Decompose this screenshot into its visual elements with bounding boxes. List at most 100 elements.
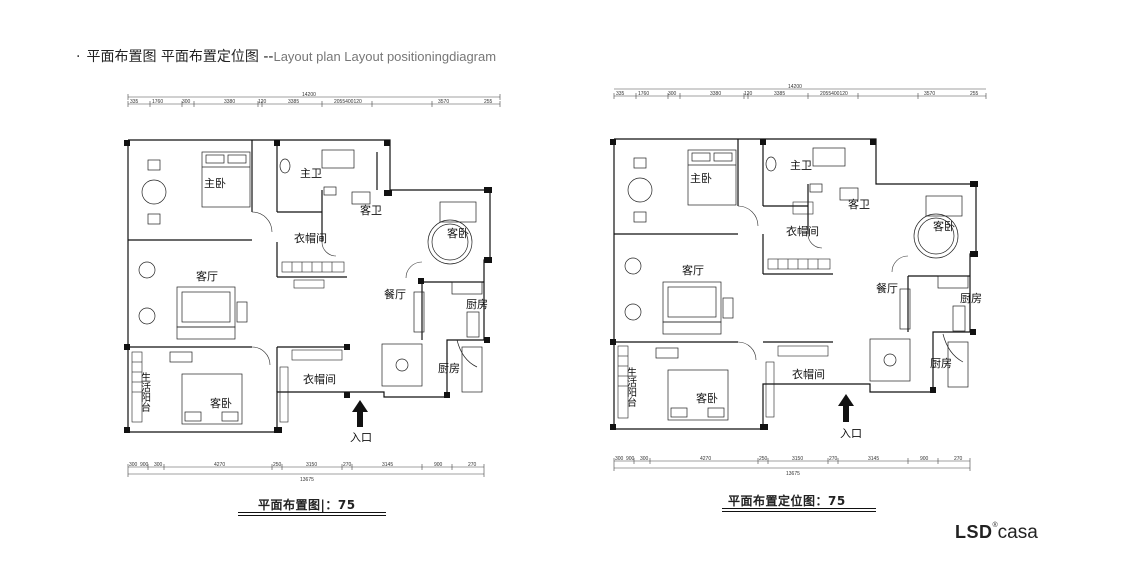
balcony-fixtures [131,351,143,423]
top-dimension-line [127,94,501,107]
dim-bottom-seg: 3150 [792,456,803,462]
dim-bottom-seg: 4270 [214,462,225,468]
room-guest-bedroom-right: 客卧 [447,226,469,240]
dining-table [381,291,425,387]
floor-plan-positioning: 14200 335 1760 300 3380 120 3385 2055400… [608,84,993,476]
bottom-guest-bed [655,347,729,421]
dim-bottom-seg: 4270 [700,456,711,462]
dim-bottom-seg: 900 [920,456,929,462]
logo-light: casa [997,522,1038,543]
dim-bottom-seg: 900 [140,462,149,468]
round-table [627,157,653,223]
kitchen-counters [451,281,483,393]
kitchen-counters [937,275,969,388]
dim-bottom-seg: 250 [273,462,282,468]
dim-top-seg: 3380 [224,99,235,105]
dim-bottom-seg: 300 [129,462,138,468]
dim-bottom-total: 13675 [300,477,314,483]
room-balcony: 生活阳台 [625,366,637,408]
guest-round-bed [427,201,477,265]
room-kitchen-bottom: 厨房 [438,362,460,375]
dim-top-seg: 3570 [438,99,449,105]
dim-top-seg: 120 [258,99,267,105]
dim-top-seg: 300 [668,91,677,97]
room-living-room: 客厅 [682,263,704,277]
floor-plan-layout: 14200 335 1760 300 3380 120 3385 2055400… [122,92,507,484]
wall-blocks [124,140,492,433]
master-bed [687,149,737,206]
entrance-arrow [838,394,854,422]
closet-bottom [279,349,343,423]
dim-top-seg: 3385 [774,91,785,97]
caption-layout-plan: 平面布置图|：75 [258,498,356,512]
room-guest-bath: 客卫 [360,203,382,217]
dim-bottom-seg: 270 [468,462,477,468]
closet-bottom [765,345,829,418]
room-master-bath: 主卫 [300,167,322,180]
floor-plan-positioning-drawing: 14200 335 1760 300 3380 120 3385 2055400… [610,84,987,476]
logo-bold: LSD [955,522,993,542]
room-balcony: 生活阳台 [139,371,151,413]
room-entrance: 入口 [840,427,862,440]
dim-bottom-seg: 250 [759,456,768,462]
living-sofa-set [138,261,248,340]
dim-top-seg: 1760 [152,99,163,105]
dim-bottom-seg: 3145 [868,456,879,462]
dim-bottom-seg: 900 [626,456,635,462]
room-guest-bedroom-bottom: 客卧 [210,396,232,410]
door-swings [251,211,423,366]
header-bullet: · [76,49,81,65]
bath-fixtures [279,149,371,205]
header-title-en: Layout plan Layout positioningdiagram [273,49,497,64]
brand-logo: LSD®casa [955,522,1038,544]
room-master-bath: 主卫 [790,159,812,172]
dim-top-seg: 1760 [638,91,649,97]
room-closet-top: 衣帽间 [294,231,327,245]
dim-bottom-seg: 900 [434,462,443,468]
caption-positioning-plan: 平面布置定位图：75 [728,494,846,508]
room-closet-bottom: 衣帽间 [792,367,825,381]
room-living-room: 客厅 [196,269,218,283]
bottom-dimension-line [127,464,485,477]
wall-blocks [610,139,978,430]
door-swings [737,205,909,361]
dim-top-seg: 3570 [924,91,935,97]
room-dining: 餐厅 [876,281,898,295]
caption-underline [722,508,876,509]
room-master-bedroom: 主卧 [690,172,712,185]
living-sofa-set [624,257,734,335]
dim-bottom-total: 13675 [786,471,800,476]
closet-top [281,261,345,289]
dim-bottom-seg: 300 [640,456,649,462]
dim-top-seg: 300 [182,99,191,105]
top-dimension-line [613,88,987,99]
dim-top-seg: 255 [970,91,979,97]
dim-top-seg: 255 [484,99,493,105]
page-header: ·平面布置图 平面布置定位图 --Layout plan Layout posi… [76,46,496,66]
dim-bottom-seg: 270 [829,456,838,462]
caption-underline [238,512,386,513]
dining-table [869,288,911,382]
guest-round-bed [913,195,963,259]
dim-bottom-seg: 270 [343,462,352,468]
bath-fixtures [765,147,859,201]
dim-bottom-seg: 3145 [382,462,393,468]
master-bed [201,151,251,208]
dim-top-seg: 335 [130,99,139,105]
dim-top-seg: 335 [616,91,625,97]
dim-top-seg: 3385 [288,99,299,105]
room-kitchen-top: 厨房 [466,298,488,311]
dim-top-seg: 2055400120 [334,99,362,105]
dim-top-seg: 120 [744,91,753,97]
logo-mark: ® [992,522,998,529]
balcony-fixtures [617,345,629,419]
dim-top-total: 14200 [788,84,802,90]
bottom-guest-bed [169,351,243,425]
dim-bottom-seg: 300 [154,462,163,468]
room-dining: 餐厅 [384,287,406,301]
closet-top [767,201,831,270]
room-closet-bottom: 衣帽间 [303,372,336,386]
bottom-dimension-line [613,458,971,471]
room-closet-top: 衣帽间 [786,224,819,238]
caption-underline [722,511,876,512]
